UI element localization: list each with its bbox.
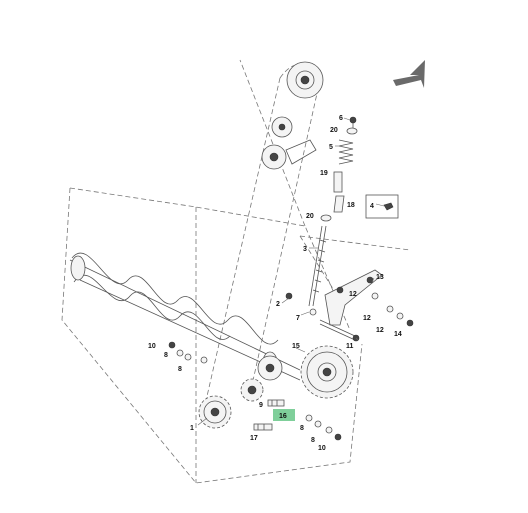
washer-20-upper bbox=[346, 127, 358, 135]
callout-10-left: 10 bbox=[148, 343, 156, 350]
callout-4: 4 bbox=[370, 203, 374, 210]
callout-8-left-lower: 8 bbox=[178, 366, 182, 373]
callout-11: 11 bbox=[346, 343, 354, 350]
highlight-part-16 bbox=[273, 409, 295, 421]
callout-2: 2 bbox=[276, 301, 280, 308]
callout-9: 9 bbox=[259, 402, 263, 409]
drive-chain bbox=[204, 64, 321, 406]
callout-8-left-upper: 8 bbox=[164, 352, 168, 359]
chain-link-17 bbox=[253, 423, 273, 431]
nuts-washers-bottom bbox=[305, 414, 342, 441]
callout-19: 19 bbox=[320, 170, 328, 177]
callout-12-c: 12 bbox=[376, 327, 384, 334]
callout-8-bottom-upper: 8 bbox=[300, 425, 304, 432]
callout-16: 16 bbox=[279, 413, 287, 420]
nuts-washers-right bbox=[371, 292, 414, 327]
housing-outline bbox=[61, 59, 411, 484]
bracket-18 bbox=[333, 195, 345, 213]
leader-lines bbox=[197, 117, 385, 426]
direction-arrow-icon bbox=[393, 60, 425, 88]
chain-link-9 bbox=[267, 399, 285, 407]
nuts-washers-left bbox=[168, 341, 208, 364]
callout-labels: 1 2 3 4 5 6 7 8 8 8 8 9 10 10 11 12 12 1… bbox=[148, 115, 402, 452]
callout-12-a: 12 bbox=[349, 291, 357, 298]
middle-sprocket bbox=[240, 355, 283, 402]
callout-18: 18 bbox=[347, 202, 355, 209]
large-sprocket bbox=[300, 345, 354, 399]
bolt-6 bbox=[349, 116, 357, 128]
callout-6: 6 bbox=[339, 115, 343, 122]
washer-20-lower bbox=[320, 214, 332, 222]
drive-sprocket bbox=[198, 395, 232, 429]
callout-17: 17 bbox=[250, 435, 258, 442]
callout-1: 1 bbox=[190, 425, 194, 432]
sleeve-19 bbox=[333, 171, 343, 193]
callout-20-upper: 20 bbox=[330, 127, 338, 134]
spring bbox=[338, 139, 354, 165]
upper-sprocket bbox=[286, 61, 324, 99]
part-4-detail bbox=[365, 194, 399, 219]
tension-rod bbox=[308, 225, 327, 307]
callout-3: 3 bbox=[303, 246, 307, 253]
callout-7: 7 bbox=[296, 315, 300, 322]
nut-2 bbox=[285, 292, 293, 300]
callout-20-lower: 20 bbox=[306, 213, 314, 220]
callout-5: 5 bbox=[329, 144, 333, 151]
idler-sprocket bbox=[261, 116, 317, 170]
callout-14: 14 bbox=[394, 331, 402, 338]
callout-12-b: 12 bbox=[363, 315, 371, 322]
callout-8-bottom-lower: 8 bbox=[311, 437, 315, 444]
callout-13: 13 bbox=[376, 274, 384, 281]
nut-7 bbox=[309, 308, 317, 316]
callout-10-bottom: 10 bbox=[318, 445, 326, 452]
callout-15: 15 bbox=[292, 343, 300, 350]
